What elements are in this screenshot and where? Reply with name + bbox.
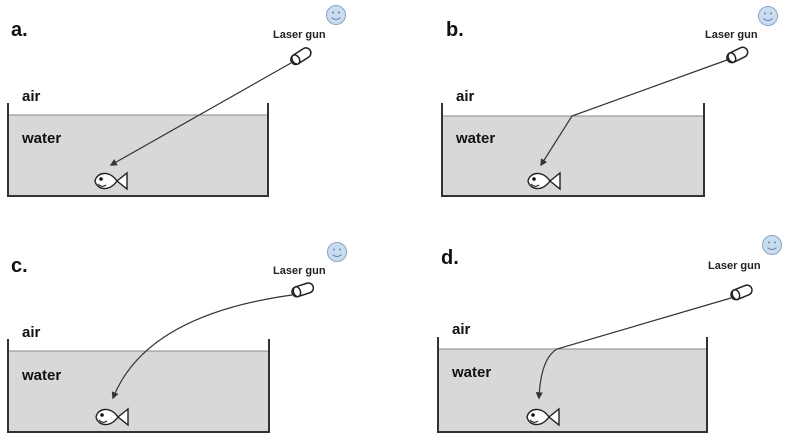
laser-gun-label: Laser gun <box>708 260 761 272</box>
smiley-icon <box>326 5 346 25</box>
water-label: water <box>455 130 495 147</box>
panel-b: b. air water Laser gun <box>441 6 778 197</box>
laser-gun-label: Laser gun <box>273 29 326 41</box>
water-label: water <box>21 130 61 147</box>
tank <box>441 103 705 197</box>
panel-d: d. air water Laser gun <box>437 235 782 433</box>
water-region <box>442 116 704 196</box>
laser-gun-label: Laser gun <box>705 29 758 41</box>
air-label: air <box>22 88 41 105</box>
smiley-icon <box>758 6 778 26</box>
water-label: water <box>451 364 491 381</box>
tank <box>437 337 708 433</box>
laser-gun-icon <box>728 282 755 302</box>
tank <box>7 339 270 433</box>
water-region <box>438 349 707 432</box>
laser-gun-icon <box>289 280 316 299</box>
laser-gun-icon <box>288 45 314 68</box>
panel-a: a. air water Laser gun <box>7 5 346 197</box>
panel-letter: d. <box>441 247 459 269</box>
panel-letter: c. <box>11 255 28 277</box>
laser-gun-label: Laser gun <box>273 265 326 277</box>
tank <box>7 103 269 197</box>
air-label: air <box>456 88 475 105</box>
water-region <box>8 115 268 196</box>
laser-beam <box>535 297 732 400</box>
panel-letter: a. <box>11 19 28 41</box>
panel-letter: b. <box>446 19 464 41</box>
panel-c: c. air water Laser gun <box>7 242 347 433</box>
smiley-icon <box>762 235 782 255</box>
water-region <box>8 351 269 432</box>
air-label: air <box>22 324 41 341</box>
air-label: air <box>452 321 471 338</box>
laser-beam <box>540 59 728 167</box>
laser-gun-icon <box>724 44 751 65</box>
laser-beam <box>111 294 293 400</box>
water-label: water <box>21 367 61 384</box>
laser-beam <box>109 62 292 166</box>
smiley-icon <box>327 242 347 262</box>
